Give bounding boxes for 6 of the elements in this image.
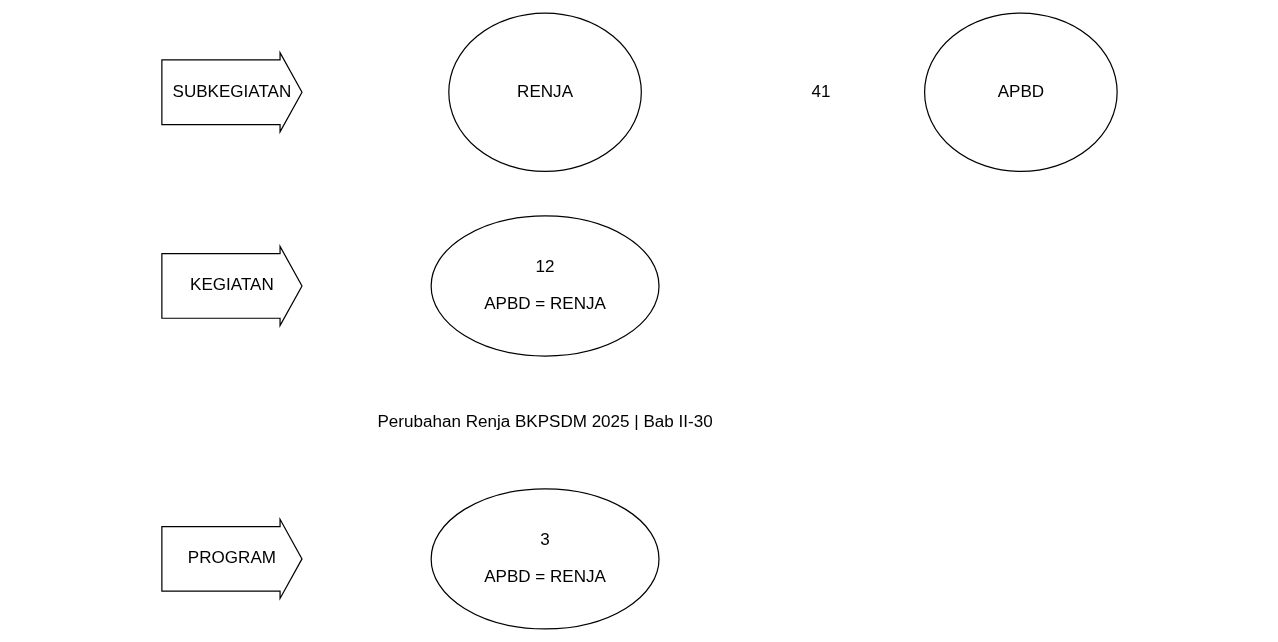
node-ellipse: 3 APBD = RENJA bbox=[430, 488, 660, 630]
label: 41 bbox=[811, 81, 831, 101]
node-ellipse: RENJA bbox=[447, 12, 642, 173]
label: Perubahan Renja BKPSDM 2025 | Bab II-30 bbox=[376, 411, 713, 431]
node-ellipse: 12 APBD = RENJA bbox=[430, 215, 660, 357]
node-ellipse: APBD bbox=[923, 12, 1118, 173]
